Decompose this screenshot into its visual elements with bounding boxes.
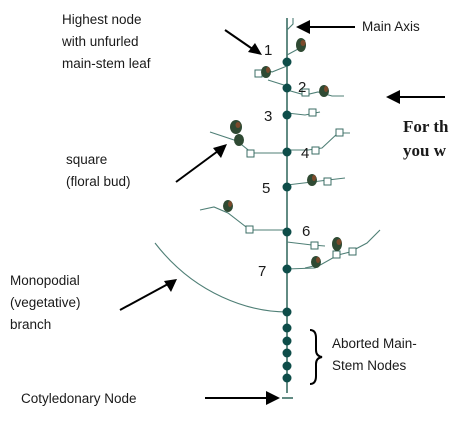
arrowhead-main-axis xyxy=(296,20,310,34)
arrowhead-square xyxy=(213,144,227,158)
square xyxy=(310,241,319,250)
arrows xyxy=(119,20,445,405)
aborted-node xyxy=(282,336,292,346)
arrowhead-right-side xyxy=(386,90,400,104)
boll xyxy=(324,86,328,92)
node-4 xyxy=(282,147,292,157)
branch-node6-left xyxy=(199,206,287,231)
boll xyxy=(234,134,244,146)
label-highest-node-line3: main-stem leaf xyxy=(62,56,151,71)
label-main-axis: Main Axis xyxy=(362,19,420,34)
node-number-6: 6 xyxy=(302,223,310,240)
branch-node7-right xyxy=(286,229,381,270)
branch-node6-right xyxy=(286,241,326,247)
node-number-1: 1 xyxy=(264,42,272,59)
boll xyxy=(316,257,320,263)
labels: Highest node with unfurled main-stem lea… xyxy=(10,12,449,406)
node-number-4: 4 xyxy=(301,145,309,162)
node-3 xyxy=(282,110,292,120)
square xyxy=(254,69,263,78)
cut-text-line1: For th xyxy=(403,117,449,136)
node-1 xyxy=(282,57,292,67)
square xyxy=(311,146,320,155)
label-aborted-line1: Aborted Main- xyxy=(332,336,417,351)
arrow-monopodial xyxy=(119,283,169,311)
aborted-node xyxy=(282,348,292,358)
square xyxy=(246,149,255,158)
square xyxy=(335,128,344,137)
node-5 xyxy=(282,182,292,192)
square xyxy=(332,250,341,259)
aborted-node xyxy=(282,373,292,383)
node-number-3: 3 xyxy=(264,108,272,125)
node-numbers: 1 2 3 4 5 6 7 xyxy=(258,42,310,280)
boll xyxy=(307,174,317,186)
boll xyxy=(223,200,233,212)
monopodial-node xyxy=(282,307,292,317)
boll xyxy=(230,120,242,134)
node-number-5: 5 xyxy=(262,180,270,197)
boll xyxy=(266,67,270,73)
boll xyxy=(261,66,271,78)
arrowhead-highest-node xyxy=(248,43,262,55)
boll xyxy=(312,175,316,181)
boll xyxy=(311,256,321,268)
branch-node2-right xyxy=(286,89,344,97)
label-monopodial-line1: Monopodial xyxy=(10,273,80,288)
node-6 xyxy=(282,227,292,237)
square xyxy=(348,247,357,256)
node-number-7: 7 xyxy=(258,263,266,280)
boll xyxy=(319,85,329,97)
arrowhead-cotyledonary xyxy=(266,391,280,405)
arrow-highest-node xyxy=(224,29,255,51)
boll xyxy=(228,201,232,207)
boll xyxy=(300,40,306,46)
aborted-node xyxy=(282,323,292,333)
label-square-line2: (floral bud) xyxy=(66,174,131,189)
node-7 xyxy=(282,264,292,274)
node-number-2: 2 xyxy=(298,79,306,96)
label-aborted-line2: Stem Nodes xyxy=(332,358,407,373)
square xyxy=(308,108,317,117)
aborted-brace xyxy=(309,329,323,385)
aborted-nodes xyxy=(282,323,292,383)
label-monopodial-line3: branch xyxy=(10,317,51,332)
main-stem-nodes xyxy=(282,57,292,317)
branch-node5-right xyxy=(286,177,346,186)
label-highest-node-line2: with unfurled xyxy=(61,34,139,49)
boll xyxy=(235,122,241,128)
boll xyxy=(336,239,342,245)
monopodial-branch xyxy=(154,242,288,313)
node-2 xyxy=(282,83,292,93)
label-highest-node-line1: Highest node xyxy=(62,12,142,27)
bolls xyxy=(223,38,342,268)
fruiting-branches xyxy=(199,39,381,270)
square xyxy=(301,88,310,97)
label-monopodial-line2: (vegetative) xyxy=(10,295,81,310)
aborted-node xyxy=(282,361,292,371)
square xyxy=(245,225,254,234)
arrow-square xyxy=(175,150,219,183)
square xyxy=(323,177,332,186)
label-square-line1: square xyxy=(66,152,107,167)
branch-node4-left xyxy=(209,131,287,154)
stem-tip xyxy=(286,18,294,31)
cut-text-line2: you w xyxy=(403,141,447,160)
arrowhead-monopodial xyxy=(164,279,177,292)
label-cotyledonary: Cotyledonary Node xyxy=(21,391,137,406)
